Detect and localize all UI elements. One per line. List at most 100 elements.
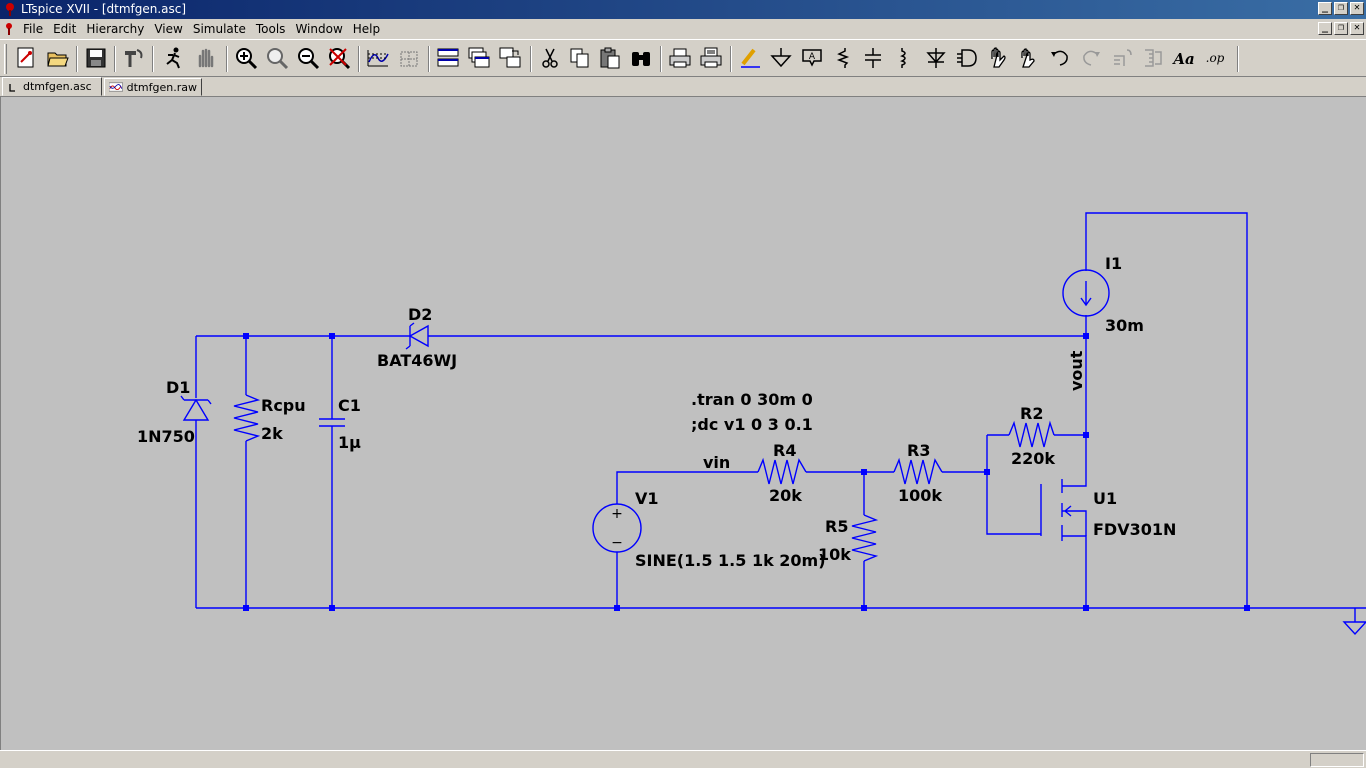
label-d2-name[interactable]: D2 bbox=[408, 305, 432, 324]
label-rcpu-value[interactable]: 2k bbox=[261, 424, 283, 443]
zoom-pan-button[interactable] bbox=[263, 44, 291, 72]
label-net-vin[interactable]: vin bbox=[703, 453, 730, 472]
zoom-in-button[interactable] bbox=[232, 44, 260, 72]
rotate-button[interactable] bbox=[1108, 44, 1136, 72]
label-v1-name[interactable]: V1 bbox=[635, 489, 659, 508]
zoom-fit-button[interactable] bbox=[325, 44, 353, 72]
doc-restore-button[interactable]: ❐ bbox=[1334, 22, 1348, 35]
inductor-button[interactable] bbox=[890, 44, 918, 72]
paste-button[interactable] bbox=[596, 44, 624, 72]
label-u1-value[interactable]: FDV301N bbox=[1093, 520, 1176, 539]
doc-close-button[interactable]: ✕ bbox=[1350, 22, 1364, 35]
tab-dtmfgen-raw[interactable]: dtmfgen.raw bbox=[104, 78, 202, 96]
undo-button[interactable] bbox=[1046, 44, 1074, 72]
menu-tools[interactable]: Tools bbox=[255, 22, 286, 36]
label-v1-value[interactable]: SINE(1.5 1.5 1k 20m) bbox=[635, 551, 826, 570]
label-r3-value[interactable]: 100k bbox=[898, 486, 942, 505]
label-r5-name[interactable]: R5 bbox=[825, 517, 848, 536]
toolbar-grip[interactable] bbox=[4, 44, 7, 74]
halt-button[interactable] bbox=[192, 44, 220, 72]
menu-hierarchy[interactable]: Hierarchy bbox=[86, 22, 145, 36]
control-panel-button[interactable] bbox=[120, 44, 148, 72]
label-d1-value[interactable]: 1N750 bbox=[137, 427, 195, 446]
schematic-canvas[interactable]: + − D1 1N750 Rcpu 2k C1 1µ D2 BAT46WJ I1… bbox=[0, 96, 1366, 750]
label-d1-name[interactable]: D1 bbox=[166, 378, 190, 397]
current-source-i1[interactable] bbox=[1062, 269, 1110, 317]
close-button[interactable]: ✕ bbox=[1350, 2, 1364, 15]
label-net-button[interactable]: A bbox=[798, 44, 826, 72]
label-u1-name[interactable]: U1 bbox=[1093, 489, 1117, 508]
capacitor-c1[interactable] bbox=[319, 418, 345, 427]
label-r2-value[interactable]: 220k bbox=[1011, 449, 1055, 468]
diode-button[interactable] bbox=[922, 44, 950, 72]
label-i1-name[interactable]: I1 bbox=[1105, 254, 1122, 273]
zener-diode-d1[interactable] bbox=[180, 395, 212, 421]
menu-simulate[interactable]: Simulate bbox=[192, 22, 246, 36]
menu-window[interactable]: Window bbox=[295, 22, 343, 36]
new-schematic-button[interactable] bbox=[12, 44, 40, 72]
zoom-out-button[interactable] bbox=[294, 44, 322, 72]
cascade-button[interactable] bbox=[465, 44, 493, 72]
label-rcpu-name[interactable]: Rcpu bbox=[261, 396, 306, 415]
wire-button[interactable] bbox=[736, 44, 764, 72]
maximize-button[interactable]: ❐ bbox=[1334, 2, 1348, 15]
schottky-diode-d2[interactable] bbox=[405, 322, 429, 350]
print-button[interactable] bbox=[666, 44, 694, 72]
text-button[interactable]: Aa bbox=[1170, 44, 1198, 72]
run-button[interactable] bbox=[160, 44, 188, 72]
nmos-transistor-u1[interactable] bbox=[1040, 479, 1087, 541]
component-button[interactable] bbox=[953, 44, 981, 72]
save-button[interactable] bbox=[82, 44, 110, 72]
label-c1-name[interactable]: C1 bbox=[338, 396, 361, 415]
wire-gate[interactable] bbox=[986, 435, 1041, 535]
wire-source[interactable] bbox=[1062, 535, 1087, 608]
resistor-r2[interactable] bbox=[1008, 420, 1055, 448]
label-r4-name[interactable]: R4 bbox=[773, 441, 796, 460]
tile-vertical-button[interactable] bbox=[496, 44, 524, 72]
label-c1-value[interactable]: 1µ bbox=[338, 433, 361, 452]
copy-button[interactable] bbox=[566, 44, 594, 72]
redo-button[interactable] bbox=[1077, 44, 1105, 72]
label-r2-name[interactable]: R2 bbox=[1020, 404, 1043, 423]
menu-help[interactable]: Help bbox=[352, 22, 381, 36]
open-button[interactable] bbox=[44, 44, 72, 72]
wire-i1-loop[interactable] bbox=[1085, 212, 1248, 608]
resistor-button[interactable] bbox=[829, 44, 857, 72]
label-r3-name[interactable]: R3 bbox=[907, 441, 930, 460]
grid-button[interactable] bbox=[395, 44, 423, 72]
spice-directive-tran[interactable]: .tran 0 30m 0 bbox=[691, 390, 813, 409]
label-r4-value[interactable]: 20k bbox=[769, 486, 802, 505]
find-button[interactable] bbox=[627, 44, 655, 72]
resistor-rcpu[interactable] bbox=[233, 394, 261, 442]
minimize-button[interactable]: _ bbox=[1318, 2, 1332, 15]
wire-vin[interactable] bbox=[616, 471, 864, 504]
spice-comment-dc[interactable]: ;dc v1 0 3 0.1 bbox=[691, 415, 813, 434]
wire-drain[interactable] bbox=[1062, 435, 1087, 487]
spice-directive-button[interactable]: .op bbox=[1201, 44, 1229, 72]
label-net-vout[interactable]: vout bbox=[1067, 350, 1086, 391]
menu-view[interactable]: View bbox=[154, 22, 183, 36]
drag-button[interactable] bbox=[1015, 44, 1043, 72]
move-button[interactable] bbox=[984, 44, 1012, 72]
print-preview-button[interactable] bbox=[697, 44, 725, 72]
label-d2-value[interactable]: BAT46WJ bbox=[377, 351, 457, 370]
document-icon[interactable] bbox=[3, 22, 15, 36]
label-i1-value[interactable]: 30m bbox=[1105, 316, 1144, 335]
ground-symbol[interactable] bbox=[1342, 608, 1366, 636]
tile-horizontal-button[interactable] bbox=[434, 44, 462, 72]
autorange-button[interactable] bbox=[364, 44, 392, 72]
resistor-r5[interactable] bbox=[851, 514, 879, 562]
menu-file[interactable]: File bbox=[23, 22, 44, 36]
resistor-r3[interactable] bbox=[893, 457, 943, 485]
wires[interactable] bbox=[195, 212, 1366, 609]
cut-button[interactable] bbox=[536, 44, 564, 72]
ground-button[interactable] bbox=[767, 44, 795, 72]
doc-minimize-button[interactable]: _ bbox=[1318, 22, 1332, 35]
label-r5-value[interactable]: 10k bbox=[818, 545, 851, 564]
resistor-r4[interactable] bbox=[757, 457, 807, 485]
mirror-button[interactable] bbox=[1139, 44, 1167, 72]
capacitor-button[interactable] bbox=[859, 44, 887, 72]
voltage-source-v1[interactable]: + − bbox=[592, 503, 642, 553]
tab-dtmfgen-asc[interactable]: dtmfgen.asc bbox=[2, 77, 102, 96]
menu-edit[interactable]: Edit bbox=[53, 22, 77, 36]
